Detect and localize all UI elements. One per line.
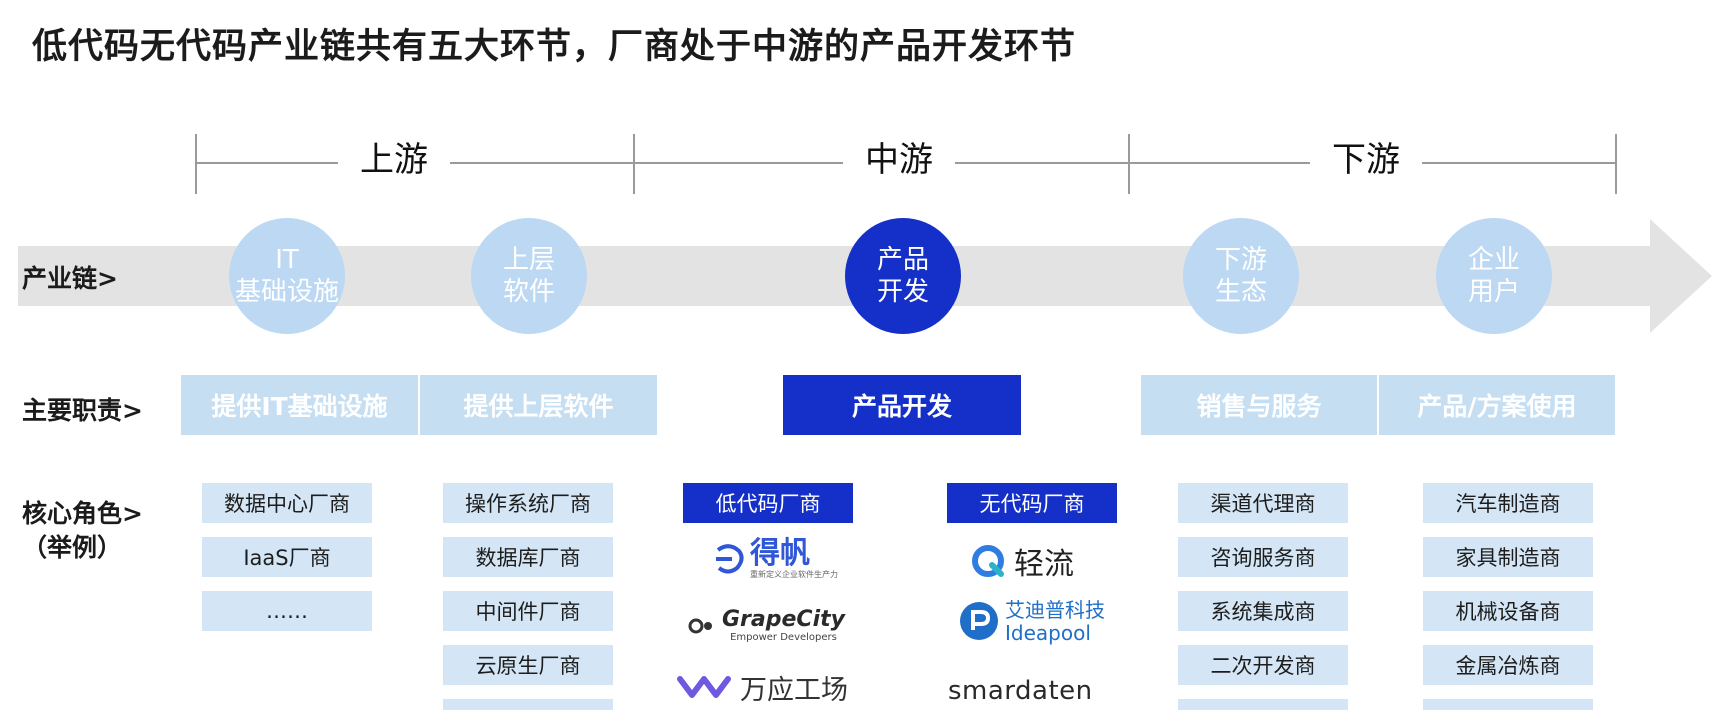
role-user-partial [1423, 699, 1593, 710]
defan-name: 得帆 [750, 536, 810, 571]
row-label-roles-note: （举例） [22, 533, 123, 562]
wanying-name: 万应工场 [740, 674, 848, 706]
segment-tick [1615, 134, 1617, 194]
role-it-infra: IaaS厂商 [202, 537, 372, 577]
row-label-roles: 核心角色> [22, 499, 143, 528]
logo-wanying: 万应工场 [676, 667, 856, 707]
smardaten-name: smardaten [948, 676, 1093, 706]
role-channel: 二次开发商 [1178, 645, 1348, 685]
lowcode-vendor-header: 低代码厂商 [683, 483, 853, 523]
chain-node-line2: 开发 [876, 277, 929, 307]
ideapool-icon [960, 602, 998, 640]
chain-node-line1: 企业 [1467, 245, 1520, 275]
chain-arrow-head [1650, 219, 1712, 333]
chain-node-line1: 下游 [1214, 245, 1267, 275]
ideapool-name-en: Ideapool [1005, 621, 1091, 645]
role-it-infra: 数据中心厂商 [202, 483, 372, 523]
grapecity-tagline: Empower Developers [730, 632, 837, 643]
duty-upper-software: 提供上层软件 [420, 375, 657, 435]
chain-node-product-dev: 产品开发 [845, 218, 961, 334]
role-it-infra: …… [202, 591, 372, 631]
segment-downstream: 下游 [1310, 140, 1422, 180]
role-upper-software: 云原生厂商 [443, 645, 613, 685]
logo-smardaten: smardaten [948, 674, 1118, 708]
segment-midstream: 中游 [843, 140, 955, 180]
chain-node-upper-software: 上层软件 [471, 218, 587, 334]
grapecity-name: GrapeCity [722, 607, 845, 632]
wanying-icon [677, 676, 731, 698]
duty-it-infra: 提供IT基础设施 [181, 375, 418, 435]
chain-node-line2: 基础设施 [234, 277, 339, 307]
logo-ideapool: 艾迪普科技 Ideapool [958, 597, 1118, 645]
logo-defan: 得帆 重新定义企业软件生产力 [712, 533, 842, 585]
role-channel-partial [1178, 699, 1348, 710]
row-label-chain: 产业链> [22, 264, 118, 293]
chain-node-line1: IT [275, 245, 299, 275]
chain-node-line1: 产品 [876, 245, 929, 275]
chain-node-line2: 软件 [502, 277, 555, 307]
role-channel: 渠道代理商 [1178, 483, 1348, 523]
duty-product-use: 产品/方案使用 [1379, 375, 1615, 435]
qingliu-icon [972, 545, 1004, 577]
ideapool-name-cn: 艾迪普科技 [1005, 598, 1105, 622]
role-user: 金属冶炼商 [1423, 645, 1593, 685]
chain-node-line2: 生态 [1214, 277, 1267, 307]
chain-node-enterprise-users: 企业用户 [1436, 218, 1552, 334]
role-upper-software: 中间件厂商 [443, 591, 613, 631]
role-channel: 咨询服务商 [1178, 537, 1348, 577]
logo-grapecity: GrapeCity Empower Developers [688, 604, 858, 648]
defan-tagline: 重新定义企业软件生产力 [750, 570, 838, 579]
chain-node-line1: 上层 [502, 245, 555, 275]
defan-icon [716, 544, 744, 574]
chain-node-line2: 用户 [1467, 277, 1520, 307]
segment-tick [195, 134, 197, 194]
chain-node-downstream-eco: 下游生态 [1183, 218, 1299, 334]
segment-tick [633, 134, 635, 194]
role-upper-software-partial [443, 699, 613, 710]
role-channel: 系统集成商 [1178, 591, 1348, 631]
role-upper-software: 操作系统厂商 [443, 483, 613, 523]
role-user: 机械设备商 [1423, 591, 1593, 631]
duty-sales-service: 销售与服务 [1141, 375, 1377, 435]
segment-tick [1128, 134, 1130, 194]
row-label-duties: 主要职责> [22, 396, 143, 425]
role-user: 家具制造商 [1423, 537, 1593, 577]
role-user: 汽车制造商 [1423, 483, 1593, 523]
page-title: 低代码无代码产业链共有五大环节，厂商处于中游的产品开发环节 [32, 27, 1077, 67]
nocode-vendor-header: 无代码厂商 [947, 483, 1117, 523]
grapecity-icon [688, 618, 712, 634]
segment-upstream: 上游 [338, 140, 450, 180]
qingliu-name: 轻流 [1014, 547, 1074, 582]
logo-qingliu: 轻流 [970, 538, 1100, 584]
role-upper-software: 数据库厂商 [443, 537, 613, 577]
duty-product-dev: 产品开发 [783, 375, 1021, 435]
